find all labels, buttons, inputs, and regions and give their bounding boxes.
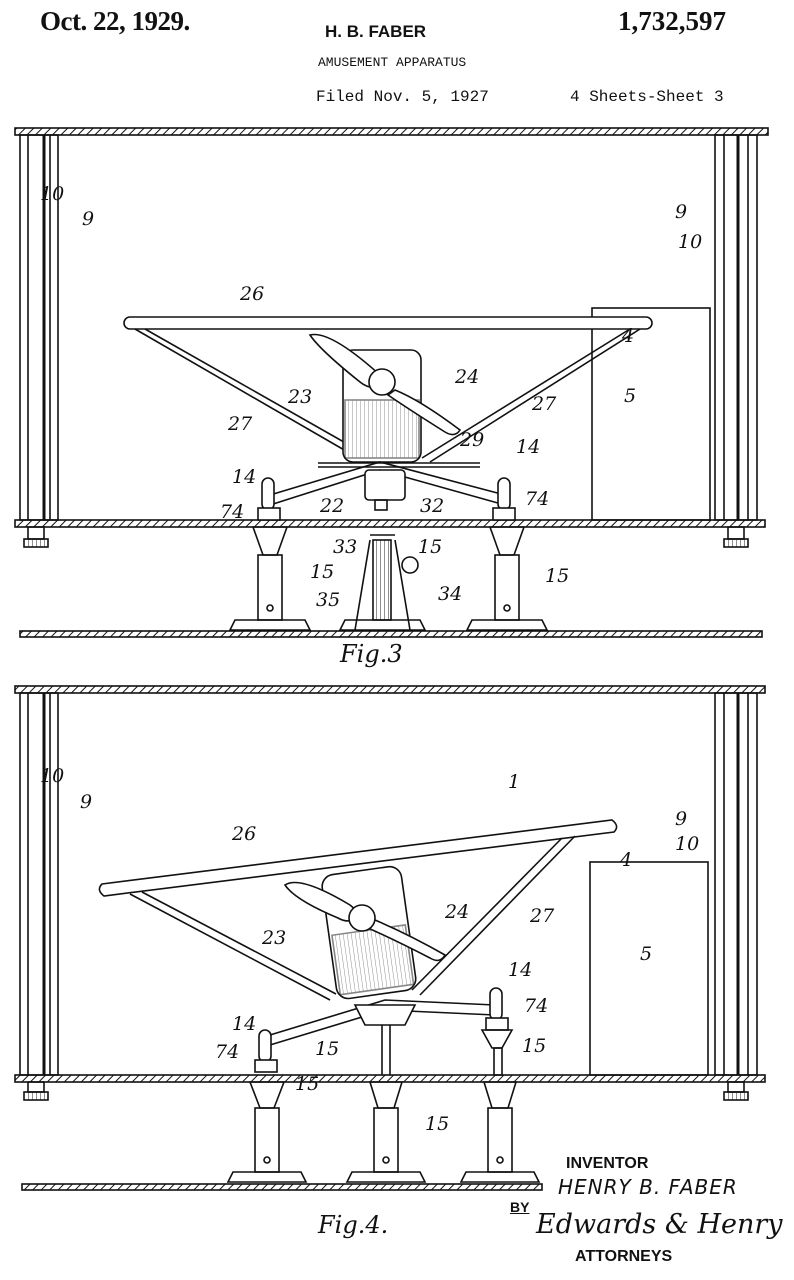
ref-label: 10 [40, 765, 64, 787]
ref-label: 74 [220, 501, 244, 523]
patent-number: 1,732,597 [618, 6, 726, 36]
floor-rail [14, 519, 766, 528]
pedestal-15-right [459, 1081, 541, 1183]
ref-label: 9 [82, 208, 94, 230]
ref-label: 27 [529, 905, 555, 927]
pedestal-15-right [465, 526, 549, 631]
ref-label: 5 [624, 385, 636, 407]
ref-label: 74 [215, 1041, 239, 1063]
ref-label: 24 [454, 366, 479, 388]
pivot-22 [353, 1004, 417, 1026]
ref-label: 1 [508, 771, 520, 793]
ref-label: 35 [316, 589, 340, 611]
inventor-label: INVENTOR [566, 1155, 649, 1172]
ref-label: 14 [232, 1013, 256, 1035]
ref-label: 4 [619, 849, 632, 871]
ref-label: 27 [227, 413, 253, 435]
ref-label: 24 [444, 901, 469, 923]
wing-26 [98, 819, 618, 897]
ref-label: 74 [525, 488, 549, 510]
ref-label: 5 [640, 943, 652, 965]
right-column [714, 692, 758, 1101]
stick-14-left [254, 1029, 278, 1073]
filed-date: Filed Nov. 5, 1927 [316, 88, 489, 106]
ref-label: 15 [315, 1038, 339, 1060]
right-column [714, 134, 758, 548]
ref-label: 22 [319, 495, 344, 517]
ref-label: 32 [420, 495, 444, 517]
floor-rail [14, 1074, 766, 1083]
figure-4-caption: Fig.4. [317, 1211, 388, 1239]
ref-label: 33 [333, 536, 357, 558]
attorney-signature: Edwards & Henry [536, 1209, 783, 1240]
left-column [19, 134, 59, 548]
ref-label: 29 [459, 429, 484, 451]
ref-label: 15 [418, 536, 442, 558]
attorneys-label: ATTORNEYS [575, 1248, 673, 1265]
ref-label: 14 [516, 436, 540, 458]
figure-4-labels: 10 9 1 9 10 26 4 5 24 23 27 14 14 74 74 … [40, 765, 699, 1239]
box-5 [589, 861, 709, 1076]
ref-label: 27 [531, 393, 557, 415]
ref-label: 34 [438, 583, 462, 605]
ref-label: 23 [261, 927, 286, 949]
base-rail [19, 630, 763, 638]
inventor-header: H. B. FABER [325, 22, 427, 41]
pedestal-15-left [228, 526, 312, 631]
fuselage-23 [321, 865, 417, 1000]
base-rail [21, 1183, 543, 1191]
patent-title: AMUSEMENT APPARATUS [318, 55, 467, 70]
pedestal-15-center [345, 1081, 427, 1183]
pedestal-15-left [226, 1081, 308, 1183]
pivot-22 [364, 469, 406, 501]
gear-assembly-33-34-35 [338, 534, 427, 631]
ref-label: 15 [425, 1113, 449, 1135]
ref-label: 9 [675, 201, 687, 223]
ceiling-rail [14, 685, 766, 694]
ref-label: 4 [621, 325, 634, 347]
ceiling-rail [14, 127, 769, 136]
inventor-name: HENRY B. FABER [558, 1175, 738, 1199]
stick-14-right [492, 477, 516, 521]
wing-26 [123, 316, 653, 330]
ref-label: 10 [675, 833, 699, 855]
ref-label: 15 [545, 565, 569, 587]
ref-label: 23 [287, 386, 312, 408]
figure-3 [14, 127, 769, 638]
ref-label: 9 [80, 791, 92, 813]
sheet-number: 4 Sheets-Sheet 3 [570, 88, 724, 106]
stick-14-left [257, 477, 281, 521]
left-column [19, 692, 59, 1101]
by-label: BY [510, 1199, 530, 1215]
ref-label: 10 [678, 231, 702, 253]
stick-14-right [480, 987, 514, 1076]
ref-label: 15 [310, 561, 334, 583]
ref-label: 15 [295, 1073, 319, 1095]
ref-label: 9 [675, 808, 687, 830]
ref-label: 15 [522, 1035, 546, 1057]
ref-label: 26 [239, 283, 264, 305]
ref-label: 14 [508, 959, 532, 981]
ref-label: 14 [232, 466, 256, 488]
ref-label: 10 [40, 183, 64, 205]
ref-label: 74 [524, 995, 548, 1017]
figure-3-caption: Fig.3 [339, 640, 403, 668]
patent-date: Oct. 22, 1929. [40, 6, 190, 36]
figure-3-labels: 10 9 9 10 26 4 5 24 23 27 27 29 14 14 74… [40, 183, 702, 668]
box-5 [591, 307, 711, 521]
ref-label: 26 [231, 823, 256, 845]
figure-4 [14, 685, 766, 1191]
